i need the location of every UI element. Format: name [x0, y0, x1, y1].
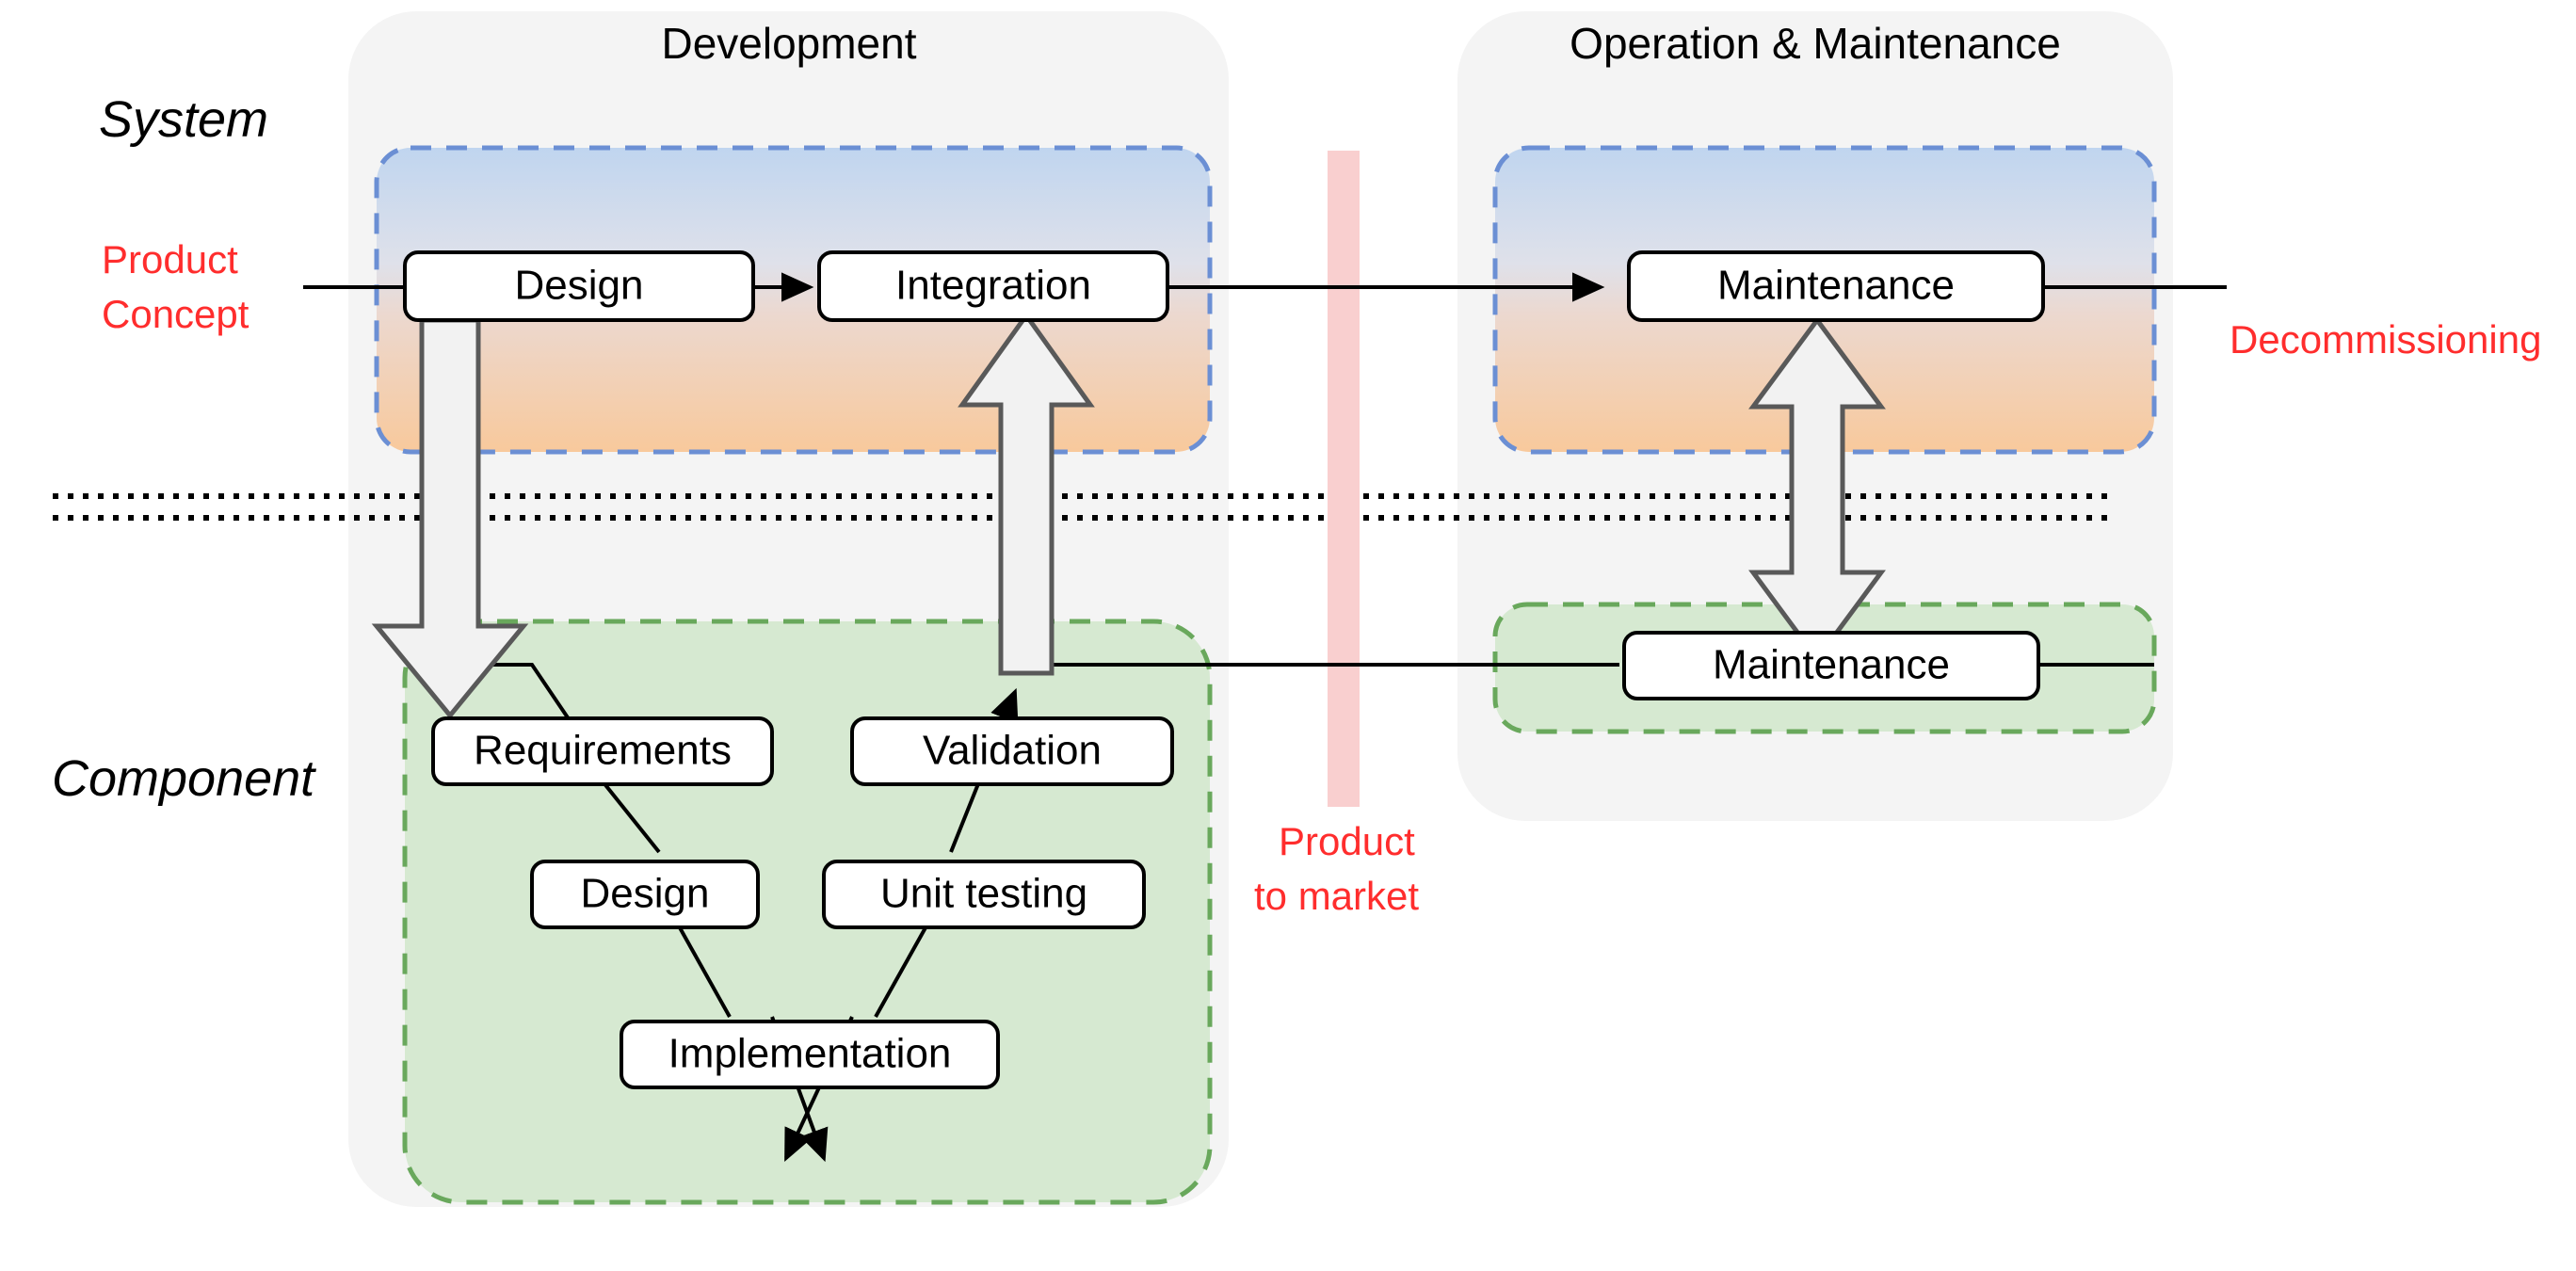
decommissioning-label: Decommissioning	[2230, 317, 2541, 362]
annotation-product-to-market: Product to market	[1254, 819, 1419, 918]
lane-divider-dotted-icon	[53, 493, 2114, 521]
node-component-design-label: Design	[581, 871, 710, 917]
node-component-implementation-rect[interactable]	[620, 1020, 1000, 1089]
product-to-market-line1: Product	[1279, 819, 1415, 863]
operation-group-title: Operation & Maintenance	[1570, 19, 2061, 68]
node-component-requirements[interactable]: Requirements	[431, 716, 774, 786]
node-component-unit-testing-label: Unit testing	[880, 871, 1087, 917]
node-component-maintenance[interactable]: Maintenance	[1622, 631, 2040, 700]
product-concept-line2: Concept	[102, 292, 250, 336]
node-system-integration[interactable]: Integration	[817, 250, 1169, 322]
node-system-integration-label: Integration	[895, 263, 1091, 309]
node-component-design-rect[interactable]	[530, 860, 760, 929]
node-component-unit-testing-rect[interactable]	[822, 860, 1146, 929]
product-to-market-bar	[1328, 151, 1360, 807]
node-component-unit-testing[interactable]: Unit testing	[822, 860, 1146, 929]
node-component-validation-label: Validation	[923, 728, 1102, 774]
node-component-validation-rect[interactable]	[850, 716, 1174, 786]
node-system-maintenance-label: Maintenance	[1717, 263, 1955, 309]
product-to-market-line2: to market	[1254, 874, 1419, 918]
node-component-design[interactable]: Design	[530, 860, 760, 929]
node-component-implementation-label: Implementation	[668, 1031, 952, 1077]
node-component-requirements-rect[interactable]	[431, 716, 774, 786]
node-system-design[interactable]: Design	[403, 250, 755, 322]
lane-label-system: System	[99, 91, 268, 148]
development-group-title: Development	[661, 19, 916, 68]
node-component-implementation[interactable]: Implementation	[620, 1020, 1000, 1089]
annotation-product-concept: Product Concept	[102, 237, 250, 336]
node-component-maintenance-label: Maintenance	[1713, 642, 1950, 688]
node-system-maintenance-rect[interactable]	[1627, 250, 2045, 322]
product-concept-line1: Product	[102, 237, 238, 282]
block-arrow-up-icon	[958, 311, 1095, 676]
lane-label-component: Component	[52, 750, 316, 807]
node-component-validation[interactable]: Validation	[850, 716, 1174, 786]
node-system-integration-rect[interactable]	[817, 250, 1169, 322]
node-component-requirements-label: Requirements	[474, 728, 732, 774]
node-system-design-rect[interactable]	[403, 250, 755, 322]
block-arrow-down-icon	[371, 317, 529, 719]
node-system-design-label: Design	[515, 263, 644, 309]
node-system-maintenance[interactable]: Maintenance	[1627, 250, 2045, 322]
node-component-maintenance-rect[interactable]	[1622, 631, 2040, 700]
